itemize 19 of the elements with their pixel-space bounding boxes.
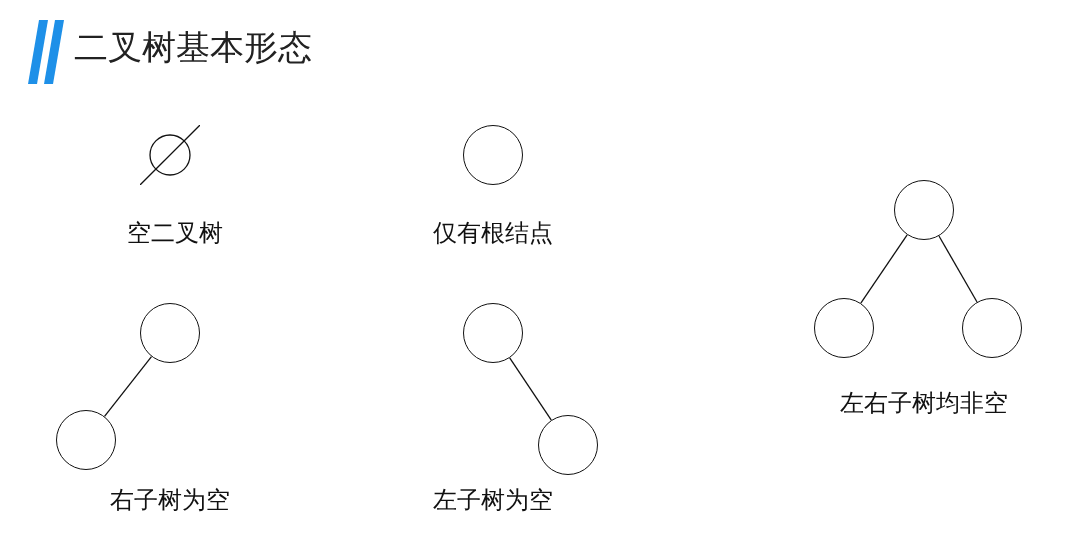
tree-node-circle [463, 303, 523, 363]
tree-edge [509, 357, 552, 421]
empty-set-symbol [140, 125, 200, 185]
tree-node-circle [56, 410, 116, 470]
tree-caption: 左右子树均非空 [840, 389, 1008, 418]
tree-node-circle [538, 415, 598, 475]
tree-node-circle [140, 303, 200, 363]
tree-edge [938, 235, 978, 303]
tree-node-circle [814, 298, 874, 358]
tree-caption: 右子树为空 [110, 486, 230, 515]
tree-edge [103, 355, 153, 418]
title: 二叉树基本形态 [74, 26, 312, 69]
tree-node-circle [962, 298, 1022, 358]
tree-node-circle [894, 180, 954, 240]
tree-node-circle [463, 125, 523, 185]
tree-caption: 左子树为空 [433, 486, 553, 515]
tree-edge [860, 234, 908, 304]
tree-caption: 仅有根结点 [433, 219, 553, 248]
tree-caption: 空二叉树 [127, 219, 223, 248]
